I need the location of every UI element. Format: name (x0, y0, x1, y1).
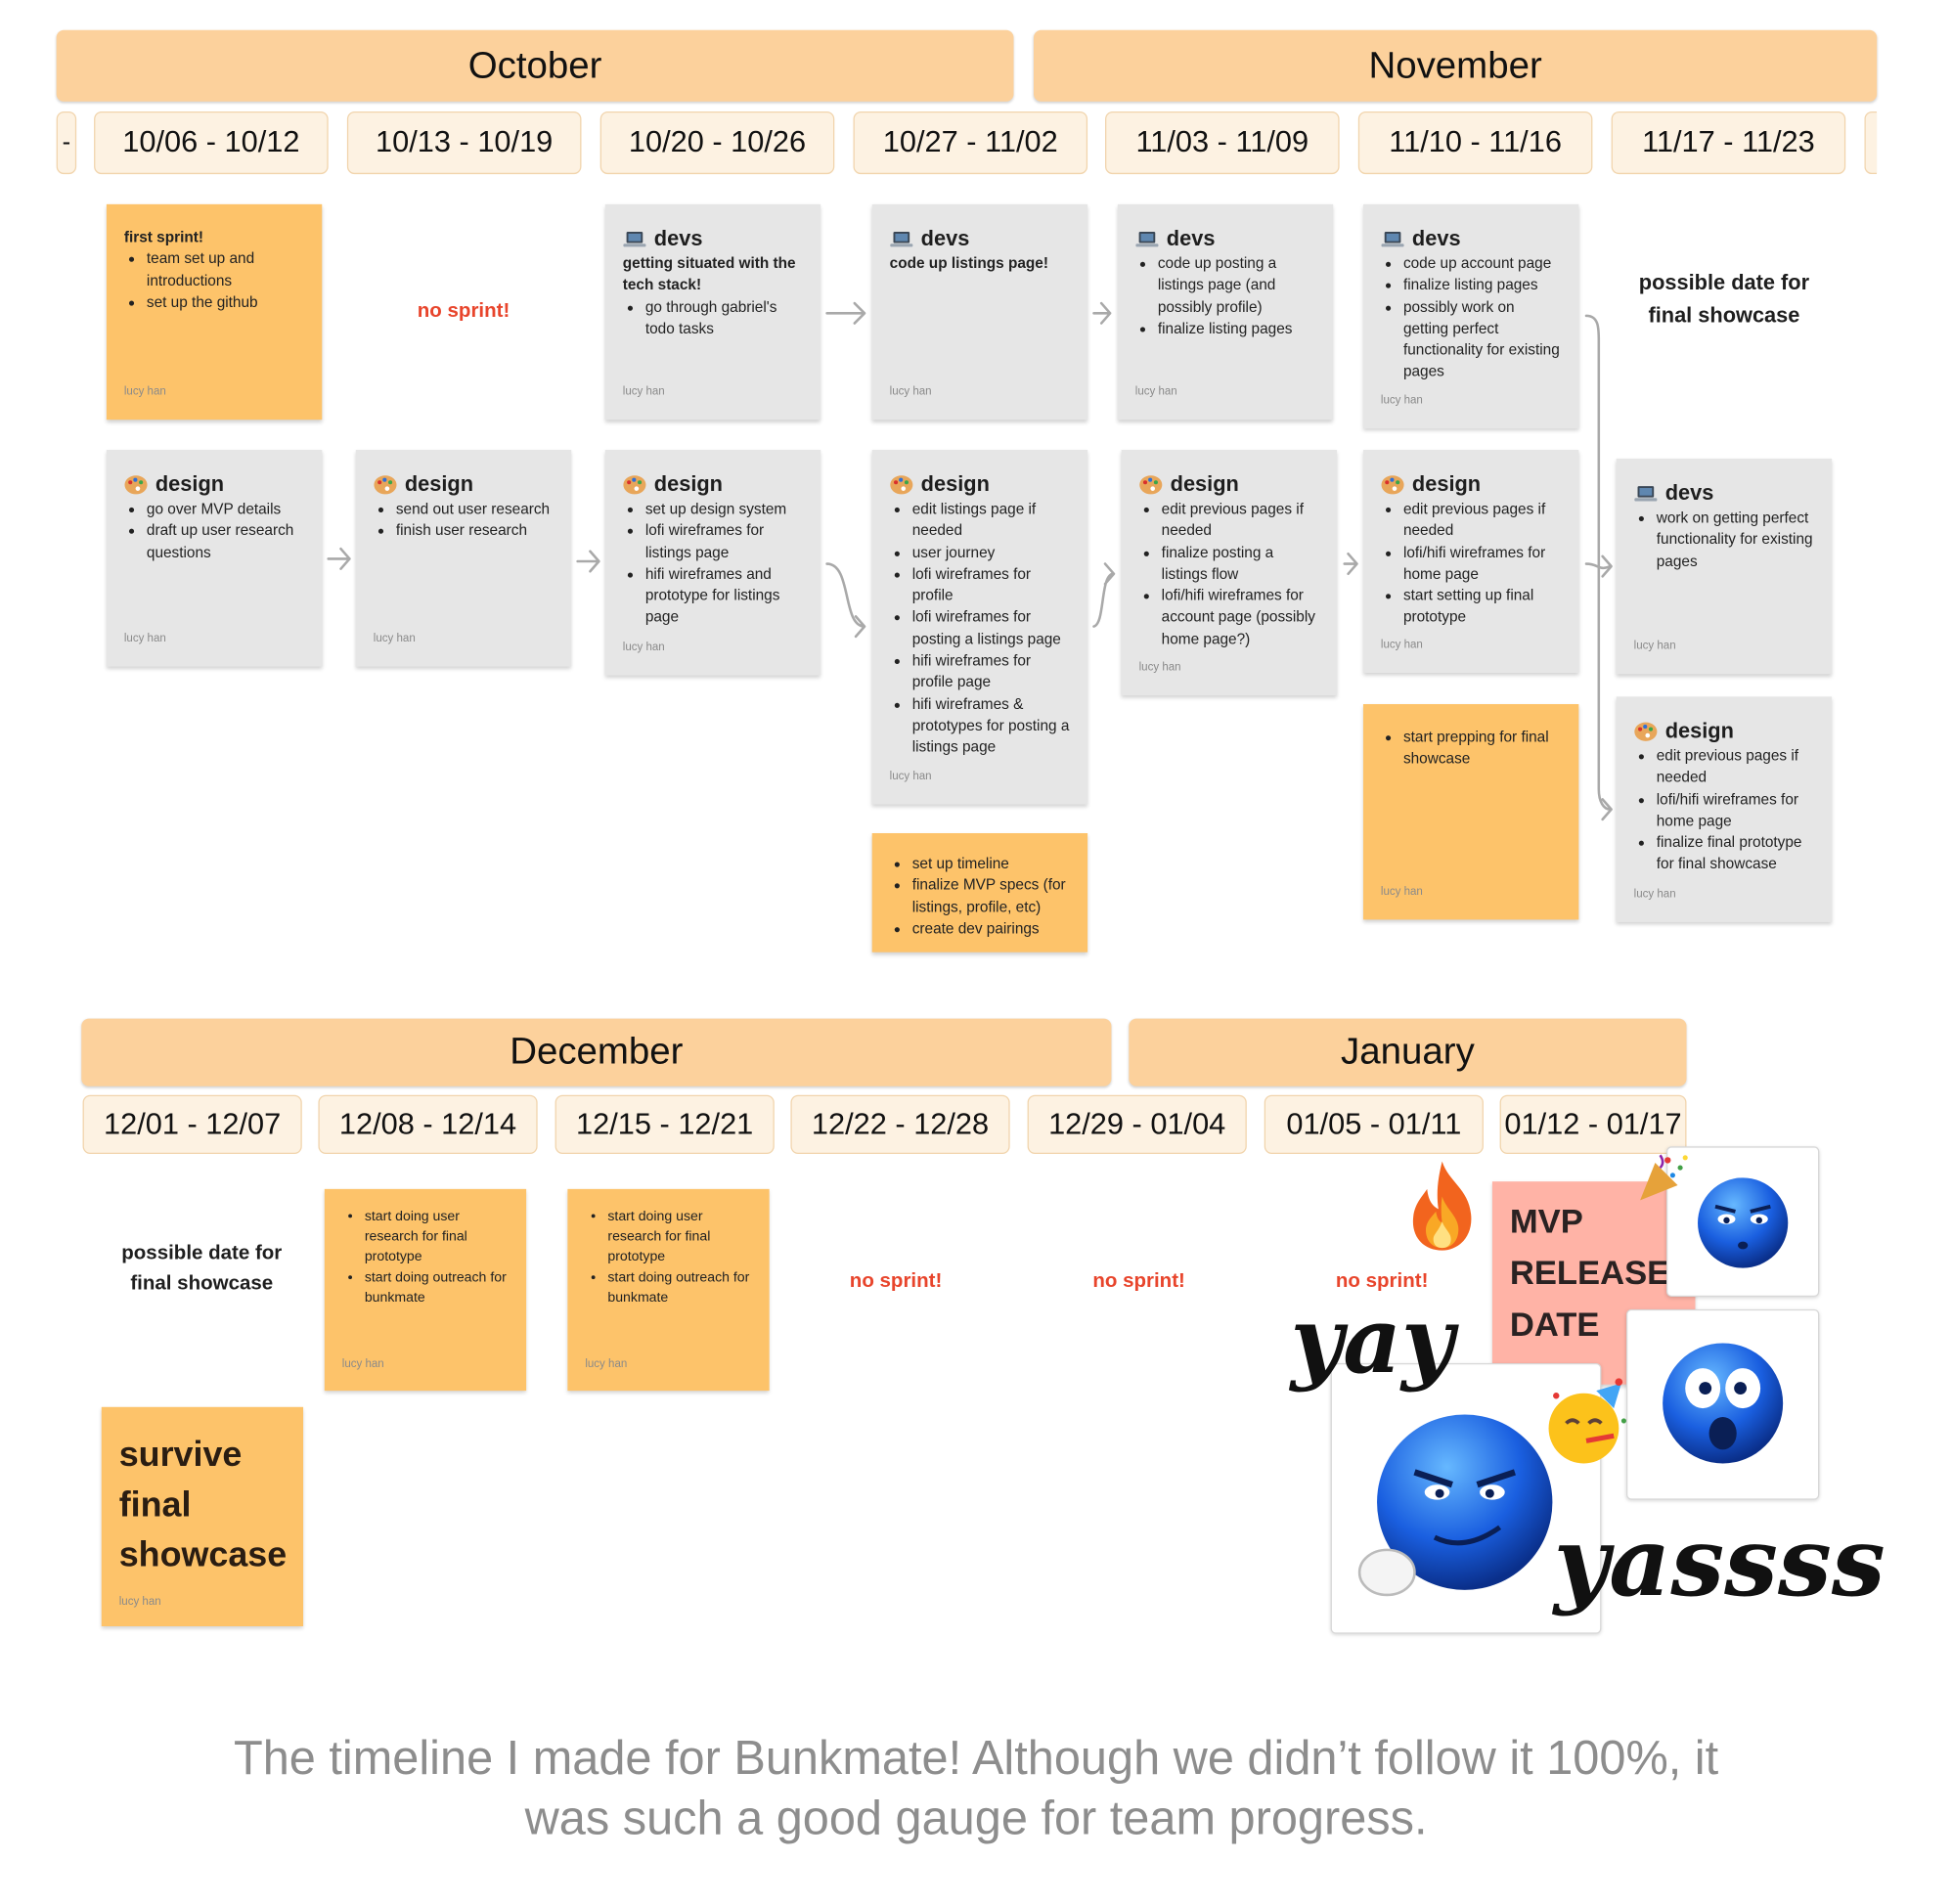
no-sprint-label: no sprint! (808, 1270, 983, 1293)
note-list: start doing user research for final prot… (585, 1207, 751, 1308)
arrow (578, 552, 599, 571)
note-author: lucy han (585, 1352, 627, 1373)
caption-text: The timeline I made for Bunkmate! Althou… (0, 1729, 1952, 1849)
note-dec-research-1: start doing user research for final prot… (325, 1189, 526, 1391)
arrow (1345, 553, 1357, 573)
note-survive-showcase: survive final showcase lucy han (102, 1407, 303, 1626)
note-list: start doing user research for final prot… (342, 1207, 509, 1308)
list-item: start doing user research for final prot… (365, 1207, 509, 1267)
party-face-icon (1541, 1378, 1631, 1468)
yay-text: yay (1291, 1291, 1454, 1391)
party-popper-icon (1635, 1150, 1690, 1205)
week-1201: 12/01 - 12/07 (83, 1095, 302, 1154)
possible-showcase-label-dec: possible date for final showcase (100, 1239, 303, 1299)
shocked-emoji-card (1626, 1309, 1819, 1500)
arrow (329, 549, 350, 568)
week-1229: 12/29 - 01/04 (1028, 1095, 1247, 1154)
list-item: start doing outreach for bunkmate (365, 1267, 509, 1308)
arrow (827, 564, 865, 637)
connector-arrows (0, 0, 1952, 977)
note-author: lucy han (342, 1352, 384, 1373)
list-item: start doing outreach for bunkmate (607, 1267, 751, 1308)
week-0105: 01/05 - 01/11 (1264, 1095, 1484, 1154)
arrow (1093, 303, 1110, 323)
note-dec-research-2: start doing user research for final prot… (567, 1189, 769, 1391)
note-author: lucy han (119, 1594, 161, 1609)
no-sprint-label: no sprint! (1051, 1270, 1226, 1293)
arrow (827, 303, 865, 323)
week-1222: 12/22 - 12/28 (790, 1095, 1009, 1154)
fire-icon (1403, 1159, 1481, 1253)
shocked-face-icon (1627, 1310, 1818, 1498)
month-january: January (1129, 1019, 1686, 1086)
arrow (1093, 564, 1113, 627)
week-0112: 01/12 - 01/17 (1500, 1095, 1687, 1154)
week-1215: 12/15 - 12/21 (555, 1095, 775, 1154)
caption: The timeline I made for Bunkmate! Althou… (187, 1729, 1765, 1849)
month-december: December (81, 1019, 1111, 1086)
survive-text: survive final showcase (119, 1430, 283, 1580)
yass-text: yassss (1554, 1510, 1885, 1616)
list-item: start doing user research for final prot… (607, 1207, 751, 1267)
week-1208: 12/08 - 12/14 (318, 1095, 537, 1154)
